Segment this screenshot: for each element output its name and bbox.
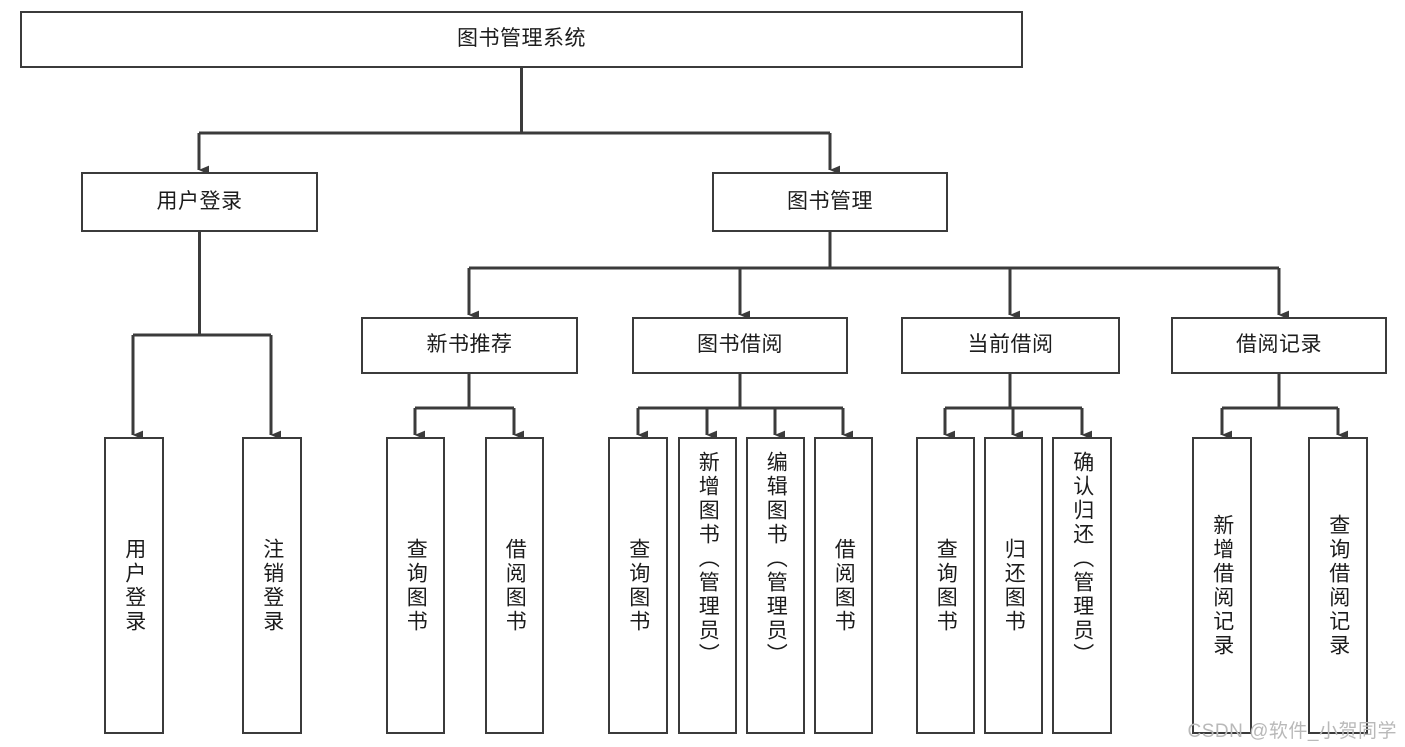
node-leaf-add-book[interactable]: 新增图书（管理员） (678, 437, 737, 734)
node-user-login-label: 用户登录 (156, 189, 243, 213)
node-leaf-query-record-label: 查询借阅记录 (1326, 513, 1350, 658)
node-leaf-logout[interactable]: 注销登录 (242, 437, 302, 734)
node-leaf-query-book-2[interactable]: 查询图书 (608, 437, 668, 734)
node-leaf-query-book-1[interactable]: 查询图书 (386, 437, 445, 734)
node-leaf-borrow-book-2-label: 借阅图书 (832, 537, 856, 634)
node-leaf-edit-book-label: 编辑图书（管理员） (764, 451, 788, 667)
node-borrow-record-label: 借阅记录 (1236, 333, 1322, 357)
node-new-book-rec-label: 新书推荐 (426, 333, 513, 357)
node-leaf-borrow-book-2[interactable]: 借阅图书 (814, 437, 873, 734)
node-book-manage-label: 图书管理 (787, 189, 873, 213)
node-current-borrow[interactable]: 当前借阅 (901, 317, 1120, 374)
node-leaf-query-book-2-label: 查询图书 (626, 537, 650, 634)
node-user-login[interactable]: 用户登录 (81, 172, 318, 232)
node-leaf-query-record[interactable]: 查询借阅记录 (1308, 437, 1368, 734)
node-leaf-add-record[interactable]: 新增借阅记录 (1192, 437, 1252, 734)
node-leaf-add-book-label: 新增图书（管理员） (696, 451, 720, 667)
node-leaf-user-login[interactable]: 用户登录 (104, 437, 164, 734)
node-root-label: 图书管理系统 (457, 27, 586, 51)
node-leaf-confirm-return-label: 确认归还（管理员） (1070, 451, 1094, 667)
node-current-borrow-label: 当前借阅 (967, 333, 1054, 357)
node-book-borrow-label: 图书借阅 (697, 333, 783, 357)
node-leaf-confirm-return[interactable]: 确认归还（管理员） (1052, 437, 1112, 734)
node-book-borrow[interactable]: 图书借阅 (632, 317, 848, 374)
node-leaf-query-book-1-label: 查询图书 (404, 537, 428, 634)
node-leaf-return-book-label: 归还图书 (1002, 537, 1026, 634)
node-leaf-edit-book[interactable]: 编辑图书（管理员） (746, 437, 805, 734)
node-leaf-query-book-3-label: 查询图书 (934, 537, 958, 634)
node-root[interactable]: 图书管理系统 (20, 11, 1023, 68)
node-borrow-record[interactable]: 借阅记录 (1171, 317, 1387, 374)
node-book-manage[interactable]: 图书管理 (712, 172, 948, 232)
node-leaf-return-book[interactable]: 归还图书 (984, 437, 1043, 734)
node-leaf-user-login-label: 用户登录 (122, 537, 146, 634)
watermark-text: CSDN @软件_小贺同学 (1187, 721, 1397, 742)
node-leaf-borrow-book-1-label: 借阅图书 (503, 537, 527, 634)
node-new-book-rec[interactable]: 新书推荐 (361, 317, 578, 374)
node-leaf-borrow-book-1[interactable]: 借阅图书 (485, 437, 544, 734)
node-leaf-add-record-label: 新增借阅记录 (1210, 513, 1234, 658)
node-leaf-query-book-3[interactable]: 查询图书 (916, 437, 975, 734)
node-leaf-logout-label: 注销登录 (260, 537, 284, 634)
